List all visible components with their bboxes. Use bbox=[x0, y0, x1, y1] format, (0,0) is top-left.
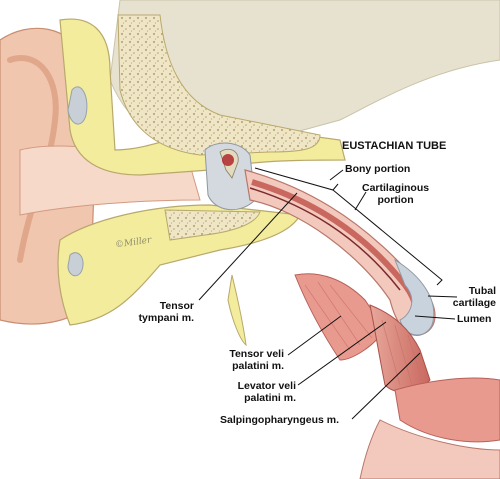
label-bony-portion: Bony portion bbox=[345, 163, 411, 175]
label-tubal-line2: cartilage bbox=[452, 297, 496, 309]
label-lvp-line1: Levator veli bbox=[237, 380, 296, 392]
leader-tubal-cartilage bbox=[427, 295, 458, 298]
diagram-title: EUSTACHIAN TUBE bbox=[342, 140, 447, 152]
leader-salpingopharyngeus bbox=[351, 352, 421, 420]
label-cartilaginous-line1: Cartilaginous bbox=[362, 182, 430, 194]
bone-cavity-lower bbox=[67, 252, 84, 277]
cartilaginous-portion-bracket bbox=[332, 189, 443, 286]
label-levator-veli-palatini: Levator veli palatini m. bbox=[220, 380, 296, 404]
label-lvp-line2: palatini m. bbox=[244, 392, 296, 404]
label-tubal-cartilage: Tubal cartilage bbox=[444, 285, 496, 309]
styloid-process bbox=[227, 274, 247, 347]
label-salpingopharyngeus: Salpingopharyngeus m. bbox=[220, 414, 340, 426]
label-cartilaginous-portion: Cartilaginous portion bbox=[362, 182, 429, 206]
spongy-bone-upper bbox=[117, 14, 321, 156]
auricle-fold bbox=[7, 55, 59, 263]
label-tensor-tympani-line1: Tensor bbox=[159, 300, 194, 312]
label-lumen: Lumen bbox=[457, 313, 492, 325]
tubal-cartilage-shape bbox=[393, 258, 435, 336]
salpingopharyngeus-muscle bbox=[394, 377, 500, 443]
label-tubal-line1: Tubal bbox=[468, 285, 496, 297]
eustachian-tube-lumen bbox=[249, 187, 401, 291]
leader-tensor-tympani bbox=[198, 192, 298, 301]
leader-levator-veli-palatini bbox=[297, 321, 387, 386]
label-tensor-veli-palatini: Tensor veli palatini m. bbox=[212, 348, 284, 372]
leader-tensor-veli-palatini bbox=[287, 315, 342, 356]
label-tensor-tympani: Tensor tympani m. bbox=[130, 300, 194, 324]
label-tvp-line2: palatini m. bbox=[232, 360, 284, 372]
label-cartilaginous-line2: portion bbox=[377, 194, 414, 206]
leader-bony-portion bbox=[329, 169, 344, 181]
leader-lumen bbox=[414, 315, 456, 320]
spongy-bone-lower bbox=[164, 209, 261, 241]
bone-cavity-upper bbox=[67, 86, 88, 125]
leader-cartilaginous-portion bbox=[354, 191, 367, 211]
label-tvp-line1: Tensor veli bbox=[229, 348, 284, 360]
temporal-bone-lower bbox=[57, 204, 301, 326]
label-tensor-tympani-line2: tympani m. bbox=[138, 312, 194, 324]
tympanic-membrane bbox=[222, 154, 234, 166]
muscle-striation bbox=[304, 281, 423, 386]
